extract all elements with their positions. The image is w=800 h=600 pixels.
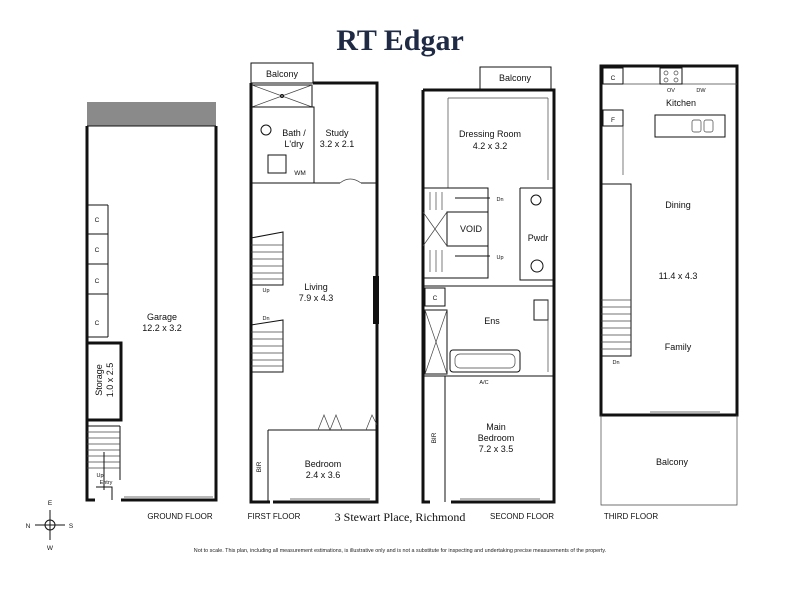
family-label: Family — [665, 342, 692, 352]
ac-label: A/C — [479, 380, 488, 386]
second-balcony: Balcony — [499, 73, 532, 83]
garage-dims: 12.2 x 3.2 — [142, 323, 182, 333]
study-dims: 3.2 x 2.1 — [320, 139, 355, 149]
first-balcony: Balcony — [266, 69, 299, 79]
third-balcony: Balcony — [656, 457, 689, 467]
third-floor-plan: C OV DW Kitchen F Dining 11.4 x 4.3 Fami… — [599, 64, 739, 521]
cupboard-2: C — [95, 247, 100, 254]
main-name2: Bedroom — [478, 433, 515, 443]
bedroom-name: Bedroom — [305, 459, 342, 469]
ov-label: OV — [667, 88, 675, 94]
compass-icon: E W N S — [26, 500, 74, 552]
storage-dims: 1.0 x 2.5 — [105, 363, 115, 398]
ens-label: Ens — [484, 316, 500, 326]
compass-s: S — [69, 523, 74, 530]
wm-label: WM — [294, 170, 306, 177]
first-floor-label: FIRST FLOOR — [248, 512, 301, 521]
second-up-label: Up — [496, 255, 503, 261]
dw-label: DW — [696, 88, 706, 94]
cupboard-4: C — [95, 320, 100, 327]
compass-n: N — [26, 523, 31, 530]
first-stairs-down — [250, 319, 284, 373]
third-stairs — [601, 183, 632, 357]
ground-floor-label: GROUND FLOOR — [147, 512, 213, 521]
storage-name: Storage — [94, 364, 104, 396]
third-dn-label: Dn — [612, 360, 619, 366]
kitchen-label: Kitchen — [666, 98, 696, 108]
study-name: Study — [325, 128, 349, 138]
bedroom-dims: 2.4 x 3.6 — [306, 470, 341, 480]
garage-roof — [87, 102, 216, 126]
ground-floor-plan: C C C C Storage 1.0 x 2.5 Up Entry Garag… — [85, 102, 218, 521]
dressing-name: Dressing Room — [459, 129, 521, 139]
first-floor-plan: Balcony Bath / L'dry WM Study 3.2 x 2.1 — [248, 62, 379, 521]
second-dn-label: Dn — [496, 197, 503, 203]
cupboard-3: C — [95, 278, 100, 285]
bath-name2: L'dry — [284, 139, 304, 149]
living-name: Living — [304, 282, 328, 292]
living-dims: 7.9 x 4.3 — [299, 293, 334, 303]
second-stairs — [422, 187, 490, 279]
second-bir: BIR — [431, 432, 438, 443]
compass-e: E — [48, 500, 53, 507]
fireplace — [373, 276, 379, 324]
second-c: C — [433, 295, 438, 302]
dining-label: Dining — [665, 200, 691, 210]
fridge-label: F — [611, 117, 615, 124]
first-up-label: Up — [262, 288, 269, 294]
dressing-dims: 4.2 x 3.2 — [473, 141, 508, 151]
second-floor-plan: Balcony Dressing Room 4.2 x 3.2 Dn VOID … — [421, 66, 556, 521]
brand-title: RT Edgar — [336, 24, 464, 57]
first-stairs-up — [250, 231, 284, 286]
void-label: VOID — [460, 224, 483, 234]
third-dims: 11.4 x 4.3 — [659, 271, 698, 281]
third-c: C — [611, 75, 616, 82]
main-dims: 7.2 x 3.5 — [479, 444, 514, 454]
first-dn-label: Dn — [262, 316, 269, 322]
main-name: Main — [486, 422, 506, 432]
disclaimer: Not to scale. This plan, including all m… — [194, 548, 606, 554]
second-floor-label: SECOND FLOOR — [490, 512, 554, 521]
third-floor-label: THIRD FLOOR — [604, 512, 658, 521]
ground-up-label: Up — [96, 473, 103, 479]
cupboard-1: C — [95, 217, 100, 224]
first-bir: BIR — [256, 461, 263, 472]
bath-name: Bath / — [282, 128, 306, 138]
pwdr-label: Pwdr — [528, 233, 549, 243]
ground-stairs — [87, 425, 121, 490]
entry-label: Entry — [100, 480, 113, 486]
compass-w: W — [47, 545, 54, 552]
property-address: 3 Stewart Place, Richmond — [335, 510, 466, 524]
garage-name: Garage — [147, 312, 177, 322]
